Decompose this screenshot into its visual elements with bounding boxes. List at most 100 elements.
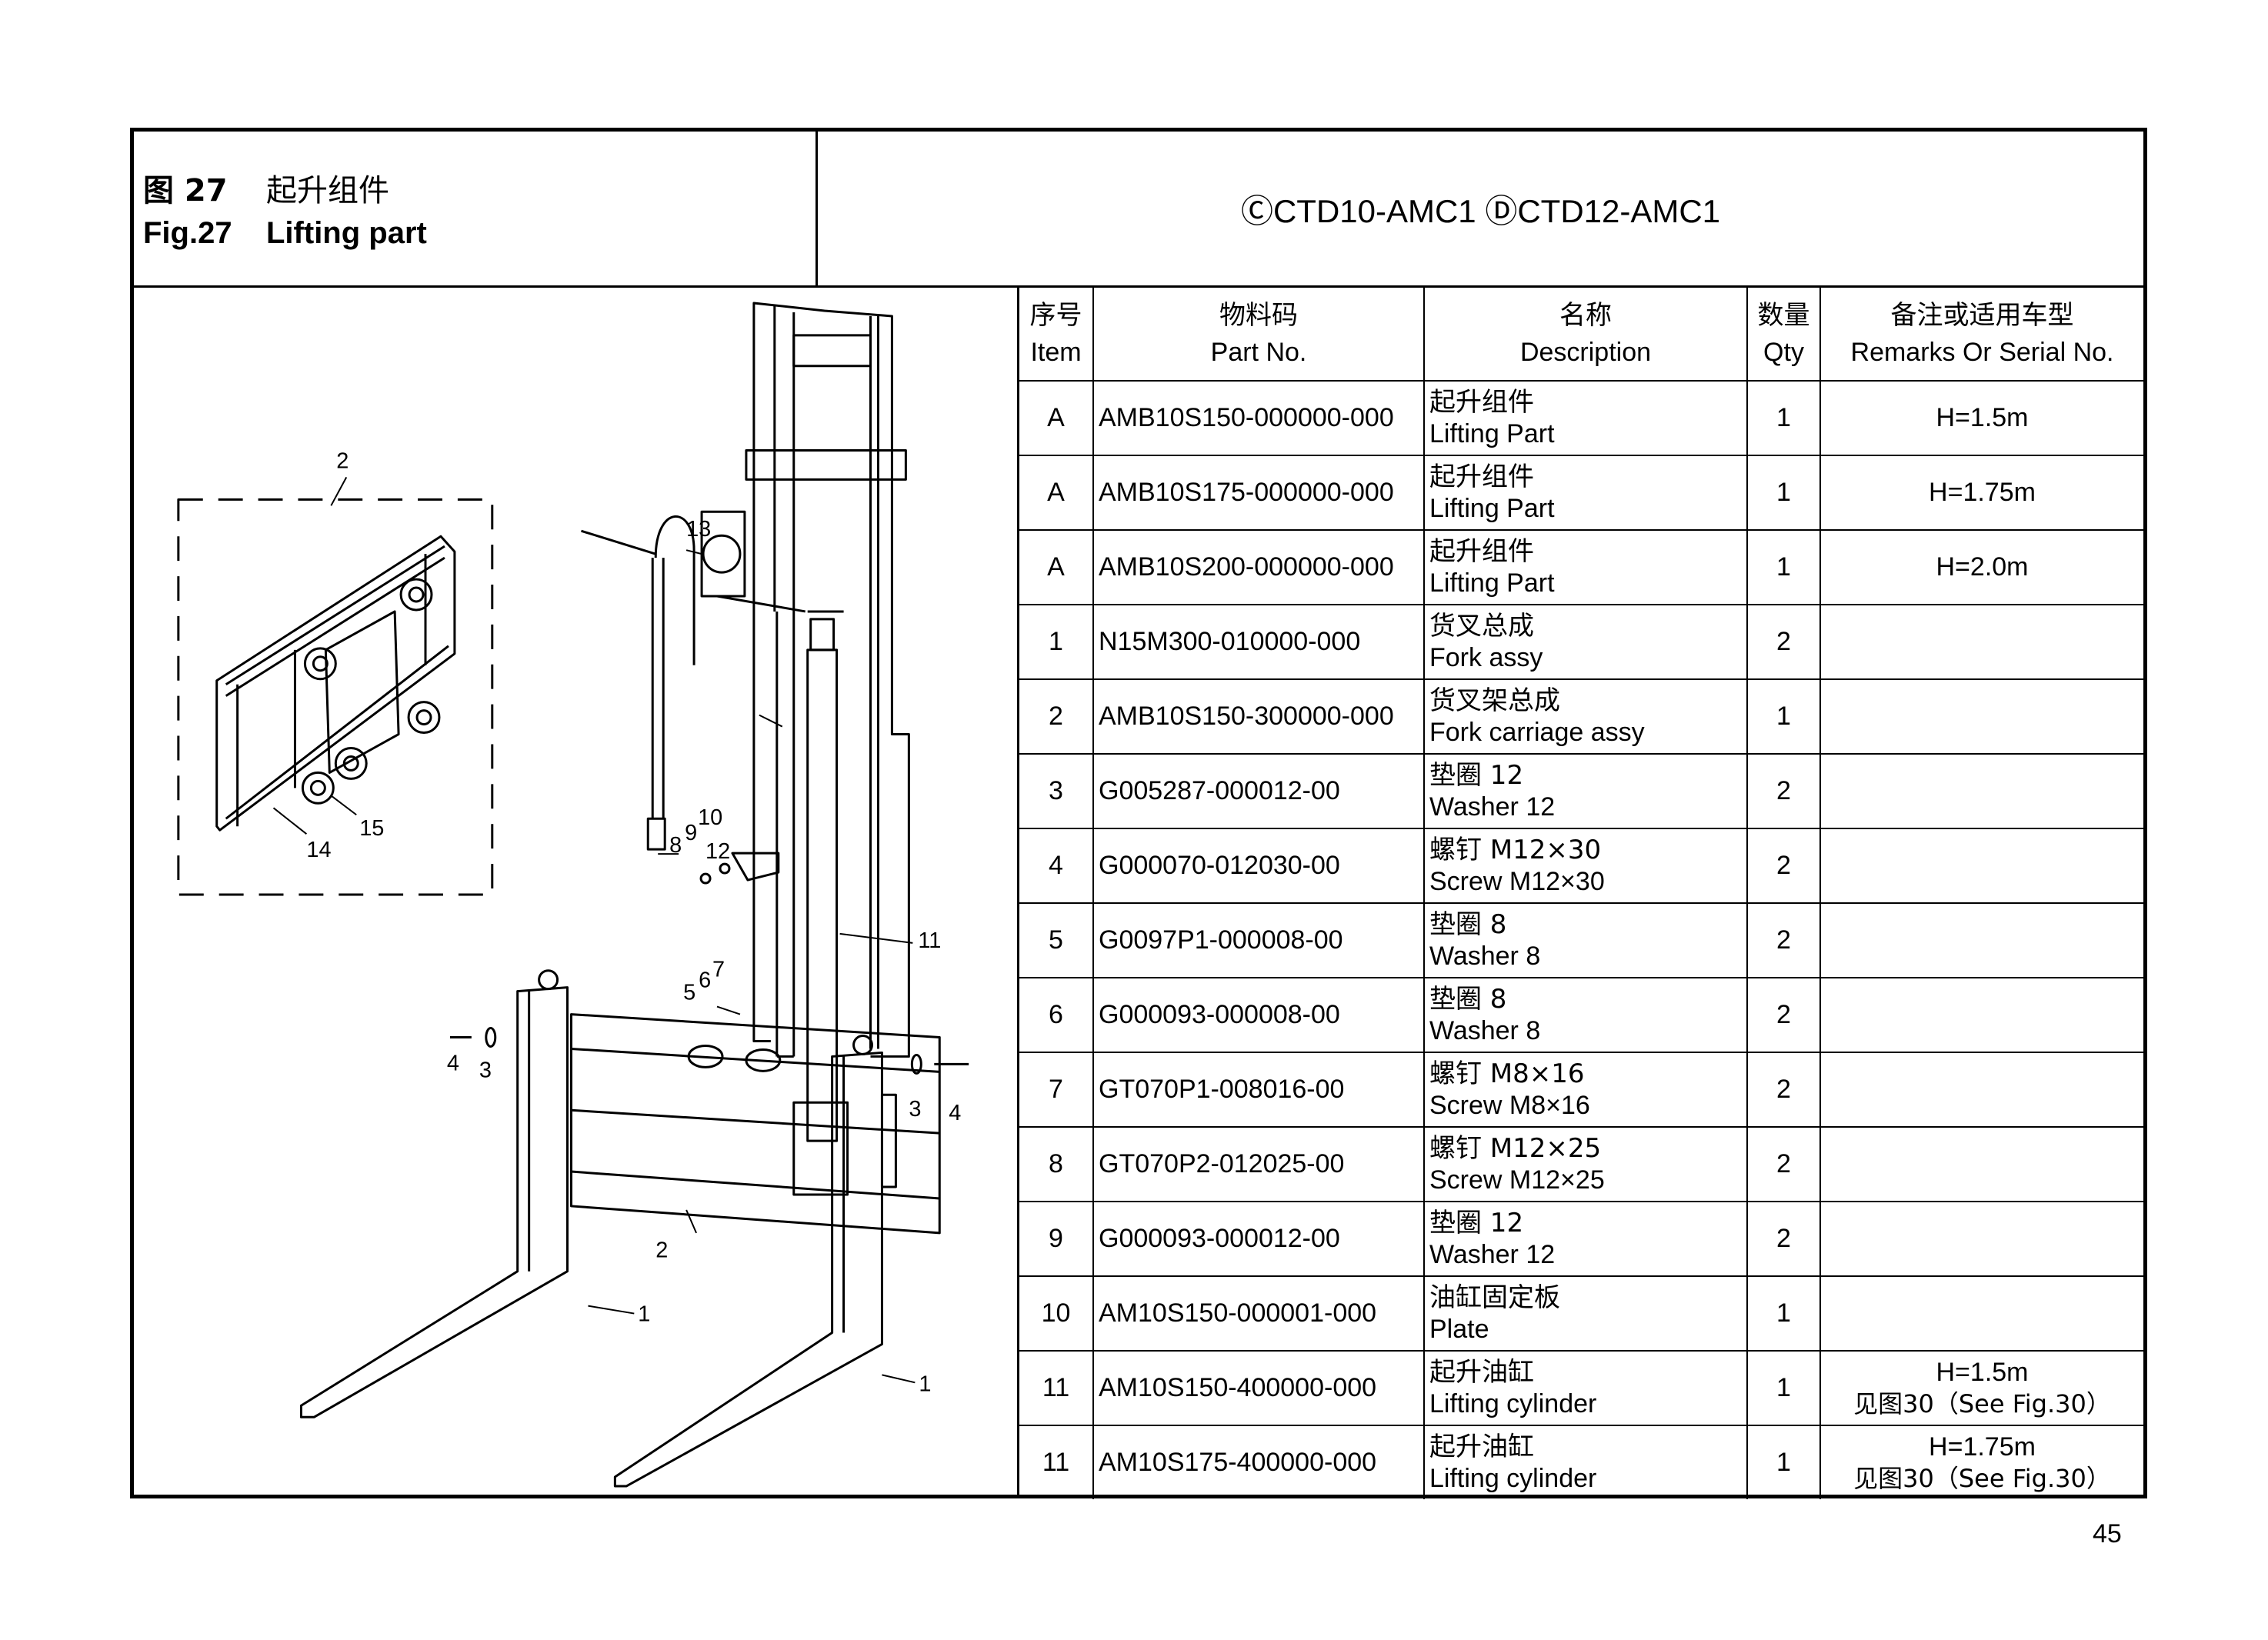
cell-part-no: AMB10S175-000000-000 [1092, 455, 1425, 531]
remark-see-figure: 见图30（See Fig.30） [1853, 1388, 2111, 1418]
cell-qty: 1 [1746, 678, 1821, 755]
description-en: Washer 12 [1429, 1239, 1556, 1269]
cell-item: 11 [1019, 1425, 1094, 1499]
cell-item: A [1019, 529, 1094, 605]
page-number: 45 [2093, 1519, 2122, 1548]
figure-number-en: Fig.27 [143, 216, 232, 250]
cell-remarks [1819, 604, 2143, 680]
cell-remarks: H=2.0m [1819, 529, 2143, 605]
fork-carriage [570, 1013, 941, 1235]
callout-2-detail: 2 [336, 448, 349, 473]
callout-11: 11 [918, 928, 941, 953]
callout-4-right: 4 [949, 1101, 961, 1125]
cell-remarks [1819, 828, 2143, 904]
description-en: Plate [1429, 1314, 1489, 1344]
mast [745, 302, 910, 1058]
description-cn: 垫圈 8 [1429, 983, 1507, 1015]
callout-10: 10 [698, 805, 722, 830]
cell-remarks [1819, 1052, 2143, 1128]
cell-part-no: GT070P2-012025-00 [1092, 1126, 1425, 1202]
description-en: Fork carriage assy [1429, 717, 1645, 747]
cell-qty: 1 [1746, 1350, 1821, 1426]
cell-item: 6 [1019, 977, 1094, 1053]
cell-part-no: G005287-000012-00 [1092, 753, 1425, 829]
cylinder-plate [699, 852, 780, 885]
carriage-detail [215, 535, 456, 832]
description-en: Washer 8 [1429, 941, 1541, 971]
cell-item: 5 [1019, 902, 1094, 978]
cell-remarks [1819, 1201, 2143, 1277]
cell-qty: 2 [1746, 604, 1821, 680]
description-cn: 垫圈 12 [1429, 759, 1524, 791]
lifting-cylinder [806, 610, 844, 1142]
cell-part-no: AM10S150-400000-000 [1092, 1350, 1425, 1426]
callout-3-right: 3 [909, 1097, 921, 1122]
lift-chain [581, 515, 695, 851]
cell-part-no: AMB10S150-300000-000 [1092, 678, 1425, 755]
cell-remarks [1819, 1275, 2143, 1352]
cell-remarks [1819, 678, 2143, 755]
cell-part-no: AMB10S150-000000-000 [1092, 380, 1425, 456]
description-cn: 螺钉 M12×25 [1429, 1132, 1602, 1164]
model-codes: ⒸCTD10-AMC1 ⒹCTD12-AMC1 [1240, 192, 1721, 229]
callout-5: 5 [683, 981, 695, 1005]
cell-remarks: H=1.75m [1819, 455, 2143, 531]
callout-7: 7 [712, 958, 725, 982]
description-cn: 起升组件 [1429, 535, 1534, 567]
description-en: Screw M12×30 [1429, 866, 1605, 896]
description-cn: 垫圈 8 [1429, 908, 1507, 940]
cell-item: 7 [1019, 1052, 1094, 1128]
figure-number-cn: 图 27 [143, 173, 228, 208]
cell-qty: 2 [1746, 1052, 1821, 1128]
callout-3-left: 3 [479, 1058, 492, 1082]
cell-part-no: AM10S150-000001-000 [1092, 1275, 1425, 1352]
description-cn: 货叉总成 [1429, 610, 1534, 642]
callout-6: 6 [699, 968, 711, 993]
remark-main: H=2.0m [1936, 552, 2029, 582]
cell-qty: 2 [1746, 977, 1821, 1053]
cell-item: 10 [1019, 1275, 1094, 1352]
callout-1-left: 1 [638, 1302, 650, 1327]
fork-right [613, 1035, 897, 1488]
cell-item: A [1019, 455, 1094, 531]
cell-part-no: AM10S175-400000-000 [1092, 1425, 1425, 1499]
description-cn: 垫圈 12 [1429, 1207, 1524, 1238]
cell-item: 9 [1019, 1201, 1094, 1277]
model-applicability: ⒸCTD10-AMC1 ⒹCTD12-AMC1 [818, 132, 2143, 288]
description-cn: 螺钉 M12×30 [1429, 834, 1602, 865]
lifting-part-drawing: 2 14 15 13 12 11 10 9 8 7 6 5 4 3 3 4 2 … [177, 302, 969, 1488]
callout-9: 9 [685, 821, 697, 845]
callout-labels: 2 14 15 13 12 11 10 9 8 7 6 5 4 3 3 4 2 … [306, 448, 961, 1396]
callout-8: 8 [669, 833, 682, 858]
fork-left [299, 969, 569, 1418]
cell-item: 11 [1019, 1350, 1094, 1426]
description-cn: 起升油缸 [1429, 1431, 1534, 1462]
description-cn: 螺钉 M8×16 [1429, 1058, 1585, 1089]
description-en: Washer 8 [1429, 1015, 1541, 1045]
description-en: Screw M8×16 [1429, 1090, 1590, 1120]
cell-part-no: G000070-012030-00 [1092, 828, 1425, 904]
cell-qty: 2 [1746, 1201, 1821, 1277]
cell-part-no: G000093-000008-00 [1092, 977, 1425, 1053]
description-en: Screw M12×25 [1429, 1165, 1605, 1195]
cell-part-no: G0097P1-000008-00 [1092, 902, 1425, 978]
description-en: Lifting Part [1429, 568, 1555, 598]
